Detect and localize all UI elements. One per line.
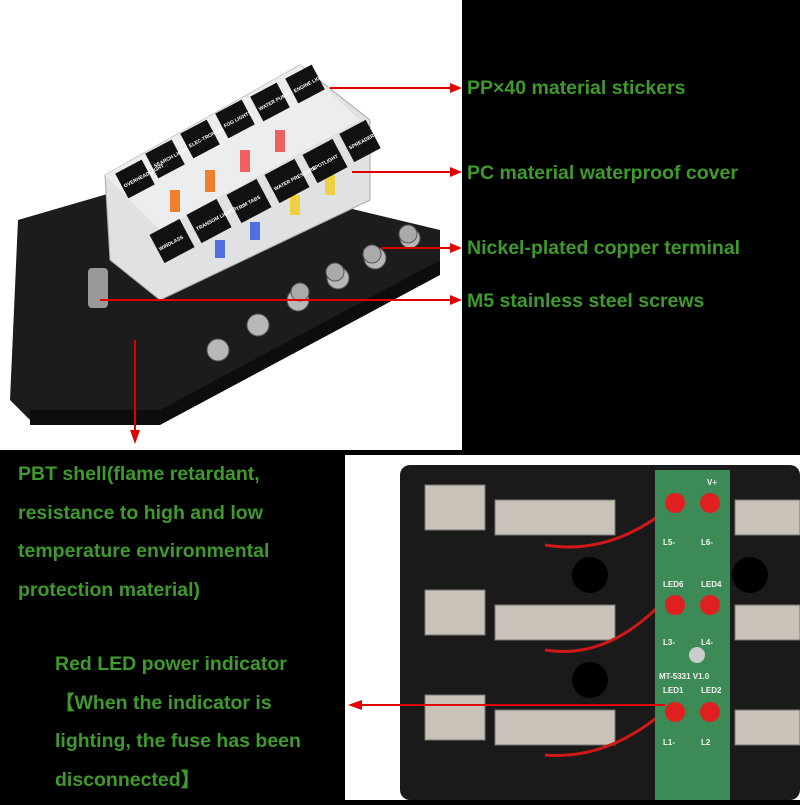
shell-line: temperature environmental	[18, 540, 270, 562]
pcb-label: L3-	[663, 638, 675, 647]
pcb-label: MT-5331 V1.0	[659, 672, 710, 681]
shell-line: protection material)	[18, 578, 201, 601]
pcb-label: L2	[701, 738, 711, 747]
shell-line: PBT shell(flame retardant,	[18, 463, 260, 485]
pcb-label: V+	[707, 478, 717, 487]
pcb-label: LED2	[701, 686, 722, 695]
shell-line: resistance to high and low	[18, 501, 263, 524]
pcb-label: L1-	[663, 738, 675, 747]
pcb-label: LED1	[663, 686, 684, 695]
led-board-photo: V+ L5- L6- LED6 LED4 L3- L4- MT-5331 V1.…	[345, 455, 800, 800]
pcb-label: L5-	[663, 538, 675, 547]
shell-description: PBT shell(flame retardant, resistance to…	[18, 455, 269, 609]
callout-cover: PC material waterproof cover	[467, 162, 738, 184]
led-line: Red LED power indicator	[55, 653, 287, 675]
fuse-box-photo: OVERHEAD LIGHT SEARCH LIGHT ELEC-TRONICS…	[0, 0, 462, 450]
led-description: Red LED power indicator 【When the indica…	[55, 645, 301, 799]
led-line: 【When the indicator is	[55, 691, 272, 714]
callout-terminal: Nickel-plated copper terminal	[467, 237, 741, 259]
led-line: lighting, the fuse has been	[55, 730, 301, 752]
pcb-label: LED6	[663, 580, 684, 589]
pcb-label: LED4	[701, 580, 722, 589]
pcb-label: L6-	[701, 538, 713, 547]
callout-screws: M5 stainless steel screws	[467, 290, 705, 312]
led-line: disconnected】	[55, 768, 201, 791]
pcb-label: L4-	[701, 638, 713, 647]
callout-stickers: PP×40 material stickers	[467, 77, 686, 99]
